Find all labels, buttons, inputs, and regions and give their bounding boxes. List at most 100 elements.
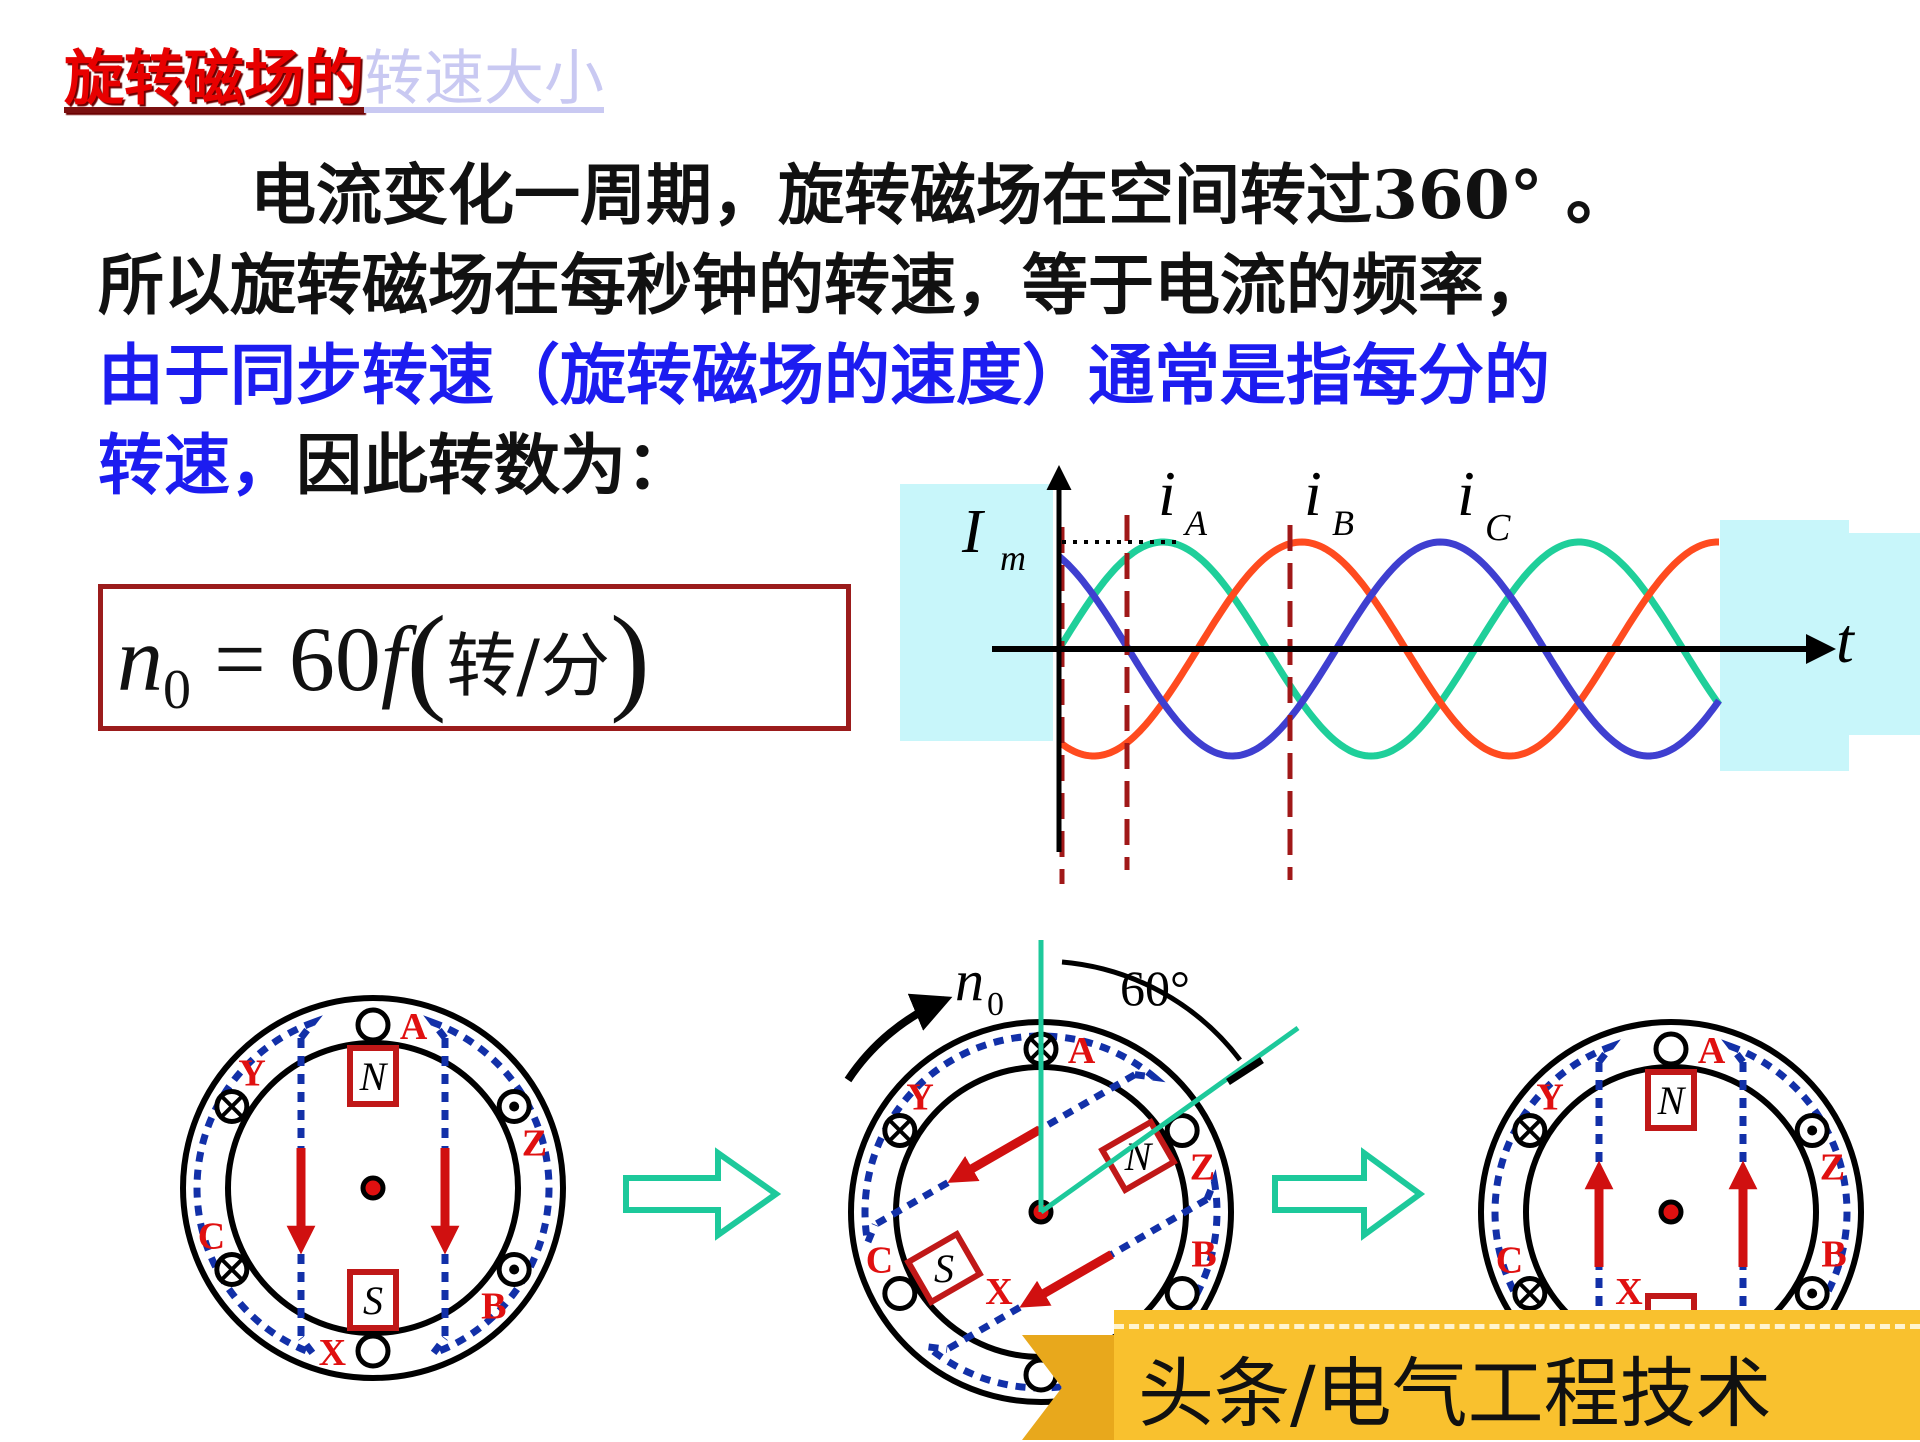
im-sub: m bbox=[1000, 538, 1026, 578]
angle-arc-tick bbox=[1226, 1057, 1264, 1085]
rotation-direction-arrow-icon bbox=[844, 993, 953, 1083]
cross-icon bbox=[1518, 1282, 1542, 1305]
explanation-paragraph: 电流变化一周期，旋转磁场在空间转过360° 。 所以旋转磁场在每秒钟的转速，等于… bbox=[98, 150, 1798, 510]
slot-Y: Y bbox=[1512, 1076, 1564, 1148]
pole-N: N bbox=[1645, 1069, 1697, 1131]
ib-sub: B bbox=[1332, 503, 1354, 543]
slot-label-C: C bbox=[198, 1215, 225, 1257]
conductor-empty-icon bbox=[882, 1276, 918, 1311]
conductor-empty-icon bbox=[355, 1333, 391, 1369]
slot-Y: Y bbox=[882, 1076, 934, 1148]
paragraph-line-2: 所以旋转磁场在每秒钟的转速，等于电流的频率， bbox=[98, 246, 1550, 324]
slot-A: A bbox=[1653, 1030, 1726, 1072]
slot-label-Y: Y bbox=[238, 1052, 265, 1094]
slot-label-B: B bbox=[481, 1286, 506, 1328]
pole-S: S bbox=[347, 1269, 399, 1331]
slot-C: C bbox=[1496, 1239, 1548, 1311]
pole-box bbox=[904, 1229, 984, 1307]
slot-C: C bbox=[866, 1239, 918, 1311]
slot-label-Z: Z bbox=[1820, 1147, 1845, 1189]
formula-unit: 转/分 bbox=[446, 625, 611, 707]
reference-line-rotated bbox=[1039, 1025, 1300, 1215]
cross-icon bbox=[220, 1095, 244, 1118]
pole-box bbox=[347, 1269, 399, 1331]
pole-label: S bbox=[934, 1246, 954, 1291]
waveform-lines bbox=[1056, 538, 1722, 760]
cross-icon bbox=[1518, 1119, 1542, 1142]
ic-label: i bbox=[1457, 458, 1475, 529]
coil-end-loop bbox=[193, 1015, 323, 1361]
slot-B: B bbox=[1794, 1234, 1847, 1311]
shaft-center bbox=[1658, 1199, 1684, 1225]
shaft-center bbox=[360, 1175, 386, 1201]
slot-B: B bbox=[481, 1252, 532, 1328]
slot-Z: Z bbox=[1794, 1113, 1845, 1189]
pole-label: S bbox=[363, 1278, 383, 1323]
slot-label-A: A bbox=[1068, 1030, 1096, 1072]
pole-S: S bbox=[904, 1229, 984, 1307]
speed-formula-box: n0 = 60f(转/分) bbox=[98, 584, 851, 731]
waveform-chart: t I m i A i B i C bbox=[900, 458, 1920, 884]
waveform-ic bbox=[1056, 538, 1722, 760]
slot-X: X bbox=[319, 1332, 391, 1374]
formula-eq: = 60 bbox=[191, 608, 381, 710]
field-group: NS bbox=[861, 1032, 1221, 1392]
slot-A: A bbox=[355, 1006, 428, 1048]
slot-C: C bbox=[198, 1215, 250, 1287]
slot-label-Z: Z bbox=[522, 1123, 547, 1165]
formula-sub: 0 bbox=[163, 659, 191, 721]
waveform-ia bbox=[1056, 538, 1722, 760]
hollow-arrow-1 bbox=[623, 1147, 782, 1241]
slot-label-Y: Y bbox=[906, 1076, 933, 1118]
coil-end-loop bbox=[861, 1032, 1166, 1256]
formula-lparen: ( bbox=[406, 591, 447, 724]
coil-end-loop bbox=[1721, 1039, 1851, 1385]
paragraph-line-3: 由于同步转速（旋转磁场的速度）通常是指每分的 bbox=[98, 336, 1550, 414]
cyan-background-right bbox=[1720, 520, 1849, 771]
flux-arrow-icon bbox=[1019, 1250, 1114, 1308]
formula-rparen: ) bbox=[610, 591, 650, 724]
pole-box bbox=[347, 1045, 399, 1107]
slot-B: B bbox=[1164, 1234, 1217, 1311]
ib-label: i bbox=[1304, 458, 1322, 529]
rotor-boundary bbox=[225, 1040, 521, 1336]
slot-Z: Z bbox=[1164, 1113, 1215, 1189]
title-rest: 转速大小 bbox=[364, 44, 604, 114]
rotation-annotation: n 0 60° bbox=[844, 940, 1300, 1215]
formula-n: n bbox=[117, 608, 163, 710]
watermark-banner: 头条/电气工程技术 bbox=[1114, 1310, 1920, 1440]
stator-outer bbox=[180, 995, 566, 1381]
pole-N: N bbox=[347, 1045, 399, 1107]
slot-label-Z: Z bbox=[1190, 1147, 1215, 1189]
ic-sub: C bbox=[1485, 507, 1511, 549]
slot-label-B: B bbox=[1821, 1234, 1846, 1276]
dot-icon bbox=[509, 1264, 520, 1275]
speed-sub: 0 bbox=[987, 986, 1004, 1023]
slot-label-X: X bbox=[319, 1332, 346, 1374]
cross-icon bbox=[220, 1258, 244, 1281]
slot-label-C: C bbox=[866, 1239, 893, 1281]
pole-box bbox=[1645, 1069, 1697, 1131]
title-highlighted: 旋转磁场的 bbox=[64, 44, 364, 114]
t-axis-label: t bbox=[1836, 605, 1856, 676]
hollow-arrow-2 bbox=[1272, 1147, 1426, 1241]
watermark-text: 头条/电气工程技术 bbox=[1138, 1349, 1772, 1438]
coil-end-loop bbox=[423, 1015, 553, 1361]
ia-sub: A bbox=[1183, 503, 1208, 543]
pole-label: N bbox=[359, 1054, 389, 1099]
conductor-empty-icon bbox=[355, 1007, 391, 1043]
paragraph-line-1: 电流变化一周期，旋转磁场在空间转过360° 。 bbox=[250, 156, 1632, 234]
slot-label-X: X bbox=[985, 1271, 1012, 1313]
dot-icon bbox=[1807, 1125, 1818, 1136]
slot-label-B: B bbox=[1191, 1234, 1216, 1276]
slot-Z: Z bbox=[496, 1089, 547, 1165]
pole-label: N bbox=[1657, 1078, 1687, 1123]
slot-label-A: A bbox=[1698, 1030, 1726, 1072]
field-group: NS bbox=[193, 1015, 553, 1361]
conductor-empty-icon bbox=[1164, 1276, 1200, 1311]
cyan-background-far-right bbox=[1849, 533, 1920, 735]
slot-label-A: A bbox=[400, 1006, 428, 1048]
slide-title: 旋转磁场的转速大小 bbox=[64, 30, 604, 117]
